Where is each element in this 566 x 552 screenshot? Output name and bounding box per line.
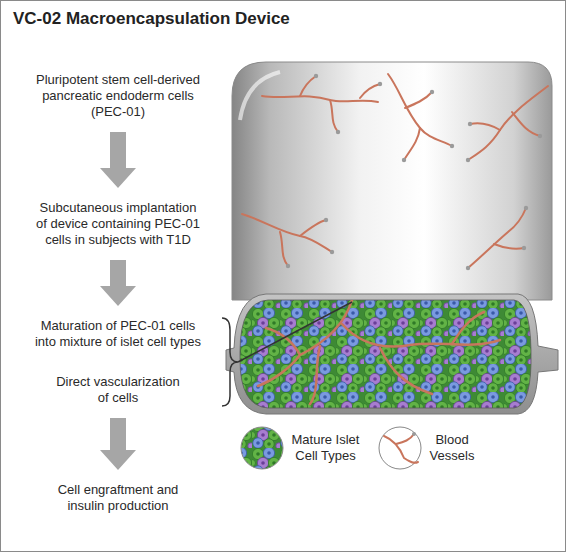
step-text: Subcutaneous implantation of device cont… (34, 200, 202, 248)
device-highlight (240, 72, 280, 120)
surface-vessels (242, 74, 548, 268)
legend-text: Mature Islet Cell Types (288, 432, 363, 464)
step-text: Pluripotent stem cell-derived pancreatic… (32, 72, 204, 120)
flow-arrow (100, 418, 136, 470)
device-cross-section (226, 294, 558, 414)
process-step: Subcutaneous implantation of device cont… (34, 188, 202, 260)
vessel-legend-tip (412, 432, 416, 436)
diagram-title: VC-02 Macroencapsulation Device (13, 9, 290, 29)
process-step: Pluripotent stem cell-derived pancreatic… (32, 60, 204, 132)
flow-arrow (100, 132, 136, 188)
step-text: Direct vascularization of cells (53, 374, 183, 406)
vessel-legend-sample (379, 427, 421, 469)
process-step: Direct vascularization of cells (53, 362, 183, 418)
cell-legend-sample (241, 427, 283, 469)
internal-vessels (258, 300, 500, 404)
vessel-legend-line (384, 434, 418, 463)
step-text: Cell engraftment and insulin production (53, 482, 183, 514)
process-step: Cell engraftment and insulin production (53, 470, 183, 526)
device-body (232, 62, 552, 300)
bracket (222, 318, 238, 406)
process-step: Maturation of PEC-01 cells into mixture … (32, 306, 204, 362)
legend-text: Blood Vessels (426, 432, 478, 464)
step-text: Maturation of PEC-01 cells into mixture … (32, 318, 204, 350)
vessel-tips (286, 74, 542, 270)
islet-cell-mass (240, 300, 531, 408)
flow-arrow (100, 260, 136, 306)
leader-line (238, 302, 352, 362)
